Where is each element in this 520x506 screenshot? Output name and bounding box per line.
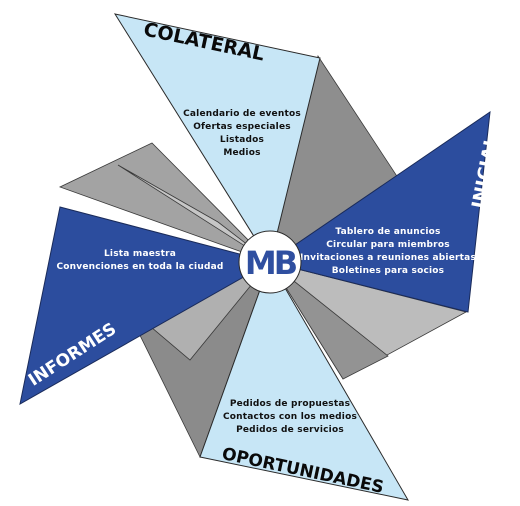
blades — [19, 13, 491, 501]
inicial-item: Invitaciones a reuniones abiertas — [300, 253, 476, 263]
colateral-items: Calendario de eventos Ofertas especiales… — [183, 109, 301, 158]
blade-oportunidades — [199, 260, 409, 501]
mb-logo: MB — [238, 230, 302, 294]
colateral-item: Ofertas especiales — [193, 122, 291, 132]
blade-informes — [19, 206, 272, 405]
logo-text: MB — [245, 244, 297, 282]
informes-item: Convenciones en toda la ciudad — [56, 262, 223, 272]
informes-items: Lista maestra Convenciones en toda la ci… — [56, 249, 223, 272]
oportunidades-item: Pedidos de propuestas — [230, 399, 350, 409]
oportunidades-item: Contactos con los medios — [223, 412, 357, 422]
blade-colateral — [113, 13, 321, 264]
logo-circle — [238, 230, 302, 294]
oportunidades-item: Pedidos de servicios — [236, 425, 344, 435]
fin-top-left-inner — [117, 164, 271, 263]
colateral-item: Medios — [223, 148, 260, 158]
fin-bottom-right-inner — [269, 261, 389, 380]
oportunidades-items: Pedidos de propuestas Contactos con los … — [223, 399, 357, 435]
fin-top-left-outer — [58, 142, 271, 263]
inicial-item: Boletines para socios — [332, 266, 444, 276]
inicial-item: Tablero de anuncios — [335, 227, 440, 237]
colateral-item: Listados — [220, 135, 264, 145]
inicial-items: Tablero de anuncios Circular para miembr… — [300, 227, 476, 276]
colateral-item: Calendario de eventos — [183, 109, 301, 119]
inicial-item: Circular para miembros — [326, 240, 450, 250]
informes-item: Lista maestra — [104, 249, 176, 259]
blade-inicial — [268, 110, 491, 313]
